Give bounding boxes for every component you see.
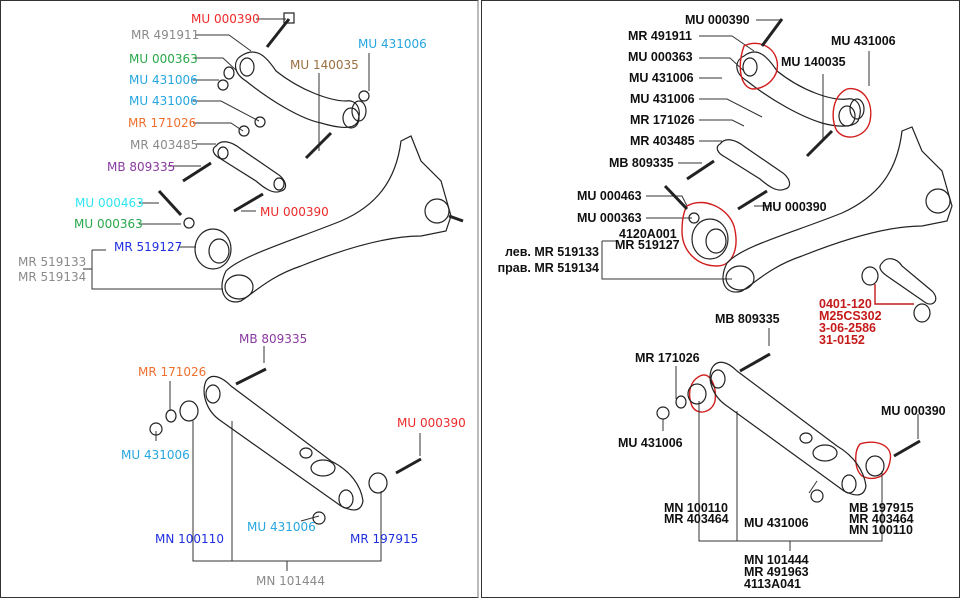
red-circle-highlights xyxy=(681,42,892,479)
label-mr-519127: MR 519127 xyxy=(114,240,183,254)
label-mr-519127: MR 519127 xyxy=(615,238,680,252)
label-mu-000363-b: MU 000363 xyxy=(74,217,143,231)
replacement-part-numbers: 0401-120 M25CS302 3-06-2586 31-0152 xyxy=(819,297,882,347)
trailing-arm xyxy=(221,135,464,303)
lower-arm-assembly-part-numbers: MN 101444 MR 491963 4113A041 xyxy=(744,553,809,591)
part-number: MR 491963 xyxy=(744,565,809,579)
label-mu-431006-lower-a: MU 431006 xyxy=(121,448,190,462)
label-mr-403485: MR 403485 xyxy=(130,138,199,152)
label-mu-000390-lower: MU 000390 xyxy=(397,416,466,430)
part-number: MR 403464 xyxy=(664,512,729,526)
label-mu-431006-lower-a: MU 431006 xyxy=(618,436,683,450)
right-diagram-panel: MU 000390 MR 491911 MU 000363 MU 431006 … xyxy=(481,0,960,598)
part-number: 4113A041 xyxy=(744,577,802,591)
small-link-arm-replacement xyxy=(861,258,937,323)
label-mu-431006-a: MU 431006 xyxy=(629,71,694,85)
label-mr-171026: MR 171026 xyxy=(128,116,197,130)
alt-part-number: 0401-120 xyxy=(819,297,872,311)
lower-parts xyxy=(149,367,422,525)
bolts-various xyxy=(157,131,333,217)
label-mb-809335-lower: MB 809335 xyxy=(239,332,308,346)
trailing-arm xyxy=(722,126,953,293)
part-number: MN 101444 xyxy=(744,553,809,567)
trailing-arm-bushing xyxy=(688,212,729,260)
upper-control-arm xyxy=(235,51,367,129)
right-parts-drawing xyxy=(601,18,953,551)
leader-lines-upper xyxy=(83,18,370,290)
label-mu-431006-lower-b: MU 431006 xyxy=(744,516,809,530)
label-mb-809335: MB 809335 xyxy=(609,156,674,170)
label-left-mr-519133: лев. MR 519133 xyxy=(505,245,599,259)
label-mr-171026-lower: MR 171026 xyxy=(138,365,207,379)
label-mn-100110: MN 100110 xyxy=(155,532,224,546)
label-4120a001: 4120A001 xyxy=(619,227,677,241)
label-mr-197915: MR 197915 xyxy=(350,532,419,546)
label-mr-171026: MR 171026 xyxy=(630,113,695,127)
leader-lines-upper xyxy=(601,19,870,280)
label-mb-809335: MB 809335 xyxy=(107,160,176,174)
label-mu-431006-b: MU 431006 xyxy=(129,94,198,108)
alt-part-number: 31-0152 xyxy=(819,333,865,347)
label-mr-519134: MR 519134 xyxy=(18,270,87,284)
label-mr-491911: MR 491911 xyxy=(131,28,200,42)
label-mu-000463: MU 000463 xyxy=(75,196,144,210)
trailing-arm-bushing xyxy=(194,228,232,270)
label-mu-431006-c: MU 431006 xyxy=(831,34,896,48)
bushing-right-part-numbers: MB 197915 MR 403464 MN 100110 xyxy=(849,501,914,537)
label-mr-519133: MR 519133 xyxy=(18,255,87,269)
alt-part-number: 3-06-2586 xyxy=(819,321,876,335)
label-mr-403485: MR 403485 xyxy=(630,134,695,148)
part-number: MR 403464 xyxy=(849,512,914,526)
label-mr-491911: MR 491911 xyxy=(628,29,692,43)
label-mb-809335-lower: MB 809335 xyxy=(715,312,780,326)
alt-part-number: M25CS302 xyxy=(819,309,882,323)
label-mu-000363-a: MU 000363 xyxy=(129,52,198,66)
label-mu-140035: MU 140035 xyxy=(290,58,359,72)
label-mu-000363-a: MU 000363 xyxy=(628,50,693,64)
lower-arm xyxy=(203,375,364,511)
label-mu-000390-top: MU 000390 xyxy=(191,12,260,26)
label-mu-000390-mid: MU 000390 xyxy=(762,200,827,214)
label-mu-000363-b: MU 000363 xyxy=(577,211,642,225)
part-number: MN 100110 xyxy=(664,501,728,515)
left-diagram-panel: MU 000390 MR 491911 MU 000363 MU 431006 … xyxy=(0,0,479,598)
bolt-top xyxy=(265,12,295,48)
label-mr-171026-lower: MR 171026 xyxy=(635,351,700,365)
part-number: MN 100110 xyxy=(849,523,913,537)
label-mu-000390-top: MU 000390 xyxy=(685,13,750,27)
leader-lines-lower xyxy=(155,346,421,571)
label-mu-140035: MU 140035 xyxy=(781,55,846,69)
label-mu-431006-c: MU 431006 xyxy=(358,37,427,51)
label-mu-431006-b: MU 431006 xyxy=(630,92,695,106)
nuts-washers xyxy=(183,66,370,229)
label-mu-000390-mid: MU 000390 xyxy=(260,205,329,219)
label-mu-431006-a: MU 431006 xyxy=(129,73,198,87)
part-number: MB 197915 xyxy=(849,501,914,515)
link-arm-and-bolts xyxy=(663,18,834,211)
label-right-mr-519134: прав. MR 519134 xyxy=(497,261,599,275)
label-mu-000390-lower: MU 000390 xyxy=(881,404,946,418)
bushing-left-part-numbers: MN 100110 MR 403464 xyxy=(664,501,729,526)
label-mu-431006-lower-b: MU 431006 xyxy=(247,520,316,534)
label-mn-101444: MN 101444 xyxy=(256,574,325,588)
left-parts-drawing xyxy=(83,12,464,571)
lower-link-arm xyxy=(212,141,287,193)
lower-arm xyxy=(656,352,921,503)
label-mu-000463: MU 000463 xyxy=(577,189,642,203)
leader-lines-lower xyxy=(662,328,919,551)
